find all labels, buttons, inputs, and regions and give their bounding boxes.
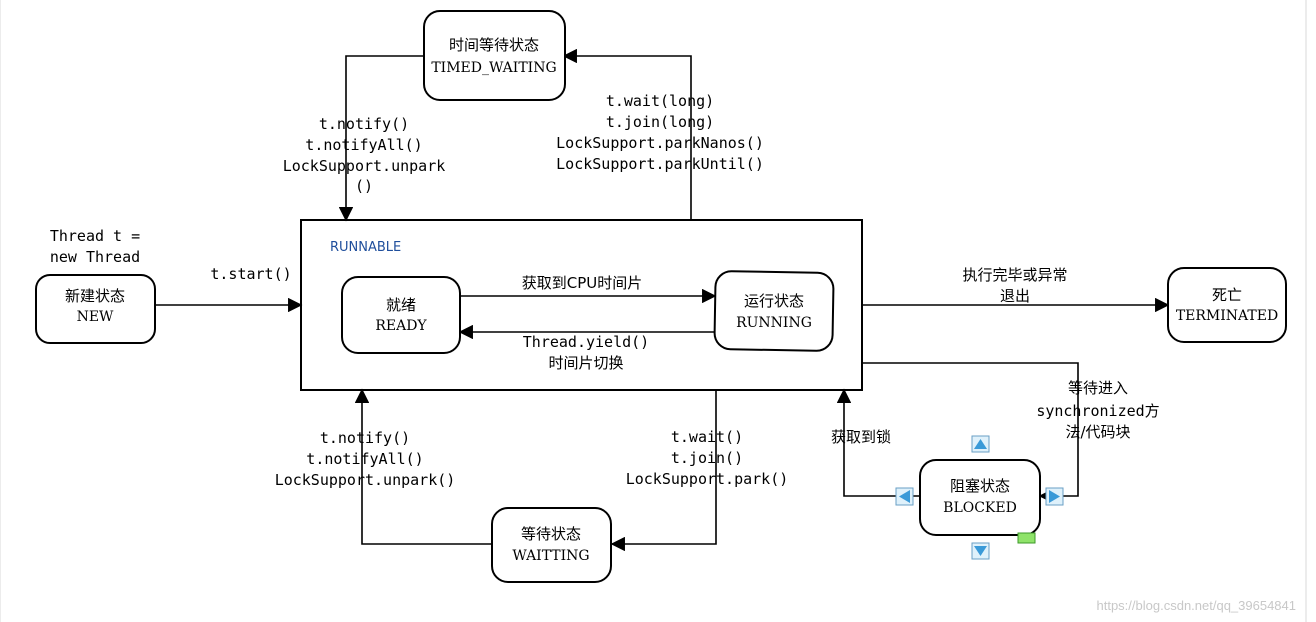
label-sync-enter-line-2: synchronized方 bbox=[1036, 402, 1159, 420]
label-thread-new-line-1: Thread t = bbox=[50, 227, 140, 245]
label-sync-enter: 等待进入 synchronized方 法/代码块 bbox=[1036, 379, 1159, 441]
blocked-connection-handle-left[interactable] bbox=[895, 487, 914, 506]
label-wait-calls: t.wait() t.join() LockSupport.park() bbox=[626, 428, 789, 488]
label-wait-notify-line-2: t.notifyAll() bbox=[306, 450, 423, 468]
label-wait-notify: t.notify() t.notifyAll() LockSupport.unp… bbox=[275, 429, 456, 489]
label-timed-wait-line-4: LockSupport.parkUntil() bbox=[556, 155, 764, 173]
label-finish: 执行完毕或异常 退出 bbox=[962, 266, 1067, 305]
edge-waiting-to-runnable bbox=[354, 388, 492, 545]
label-timed-wait-line-1: t.wait(long) bbox=[606, 92, 714, 110]
label-wait-calls-line-2: t.join() bbox=[671, 449, 743, 467]
label-finish-line-2: 退出 bbox=[1000, 287, 1030, 305]
label-wait-calls-line-1: t.wait() bbox=[671, 428, 743, 446]
label-finish-line-1: 执行完毕或异常 bbox=[962, 266, 1067, 284]
label-yield: Thread.yield() 时间片切换 bbox=[523, 333, 649, 372]
edge-runnable-to-waiting bbox=[610, 390, 717, 552]
node-timed-waiting-title: 时间等待状态 bbox=[449, 36, 539, 54]
node-terminated-sub: TERMINATED bbox=[1176, 308, 1278, 324]
node-running: 运行状态 RUNNING bbox=[713, 270, 835, 352]
node-waiting-title: 等待状态 bbox=[521, 525, 581, 543]
blocked-connection-handle-bottom[interactable] bbox=[971, 542, 990, 560]
blocked-connection-handle-right[interactable] bbox=[1045, 487, 1064, 506]
label-yield-line-1: Thread.yield() bbox=[523, 333, 649, 351]
node-runnable: RUNNABLE bbox=[300, 219, 863, 391]
label-timed-wait: t.wait(long) t.join(long) LockSupport.pa… bbox=[556, 92, 764, 173]
label-wait-notify-line-1: t.notify() bbox=[320, 429, 410, 447]
blocked-resize-handle[interactable] bbox=[1017, 532, 1036, 544]
label-timed-wait-line-2: t.join(long) bbox=[606, 113, 714, 131]
node-new: 新建状态 NEW bbox=[35, 274, 156, 344]
edge-blocked-to-runnable bbox=[836, 388, 920, 497]
label-start: t.start() bbox=[210, 265, 291, 283]
label-timed-notify: t.notify() t.notifyAll() LockSupport.unp… bbox=[283, 115, 446, 195]
node-waiting: 等待状态 WAITTING bbox=[491, 507, 612, 583]
node-waiting-sub: WAITTING bbox=[512, 548, 589, 564]
node-running-title: 运行状态 bbox=[744, 292, 804, 310]
label-timed-notify-line-3: LockSupport.unpark bbox=[283, 157, 446, 175]
label-timed-notify-line-4: () bbox=[355, 177, 373, 195]
blocked-connection-handle-top[interactable] bbox=[971, 435, 990, 453]
node-terminated-title: 死亡 bbox=[1212, 286, 1242, 304]
node-ready-sub: READY bbox=[375, 318, 427, 334]
label-timed-wait-line-3: LockSupport.parkNanos() bbox=[556, 134, 764, 152]
label-yield-line-2: 时间片切换 bbox=[548, 354, 623, 372]
node-blocked: 阻塞状态 BLOCKED bbox=[919, 459, 1041, 536]
node-ready: 就绪 READY bbox=[341, 276, 461, 354]
label-thread-new: Thread t = new Thread bbox=[50, 227, 140, 266]
label-timed-notify-line-2: t.notifyAll() bbox=[305, 136, 422, 154]
label-wait-notify-line-3: LockSupport.unpark() bbox=[275, 471, 456, 489]
node-timed-waiting: 时间等待状态 TIMED_WAITING bbox=[423, 10, 566, 101]
label-timed-notify-line-1: t.notify() bbox=[319, 115, 409, 133]
node-new-title: 新建状态 bbox=[65, 287, 125, 305]
label-sync-enter-line-3: 法/代码块 bbox=[1065, 423, 1130, 441]
node-blocked-sub: BLOCKED bbox=[943, 500, 1017, 516]
node-blocked-title: 阻塞状态 bbox=[950, 477, 1010, 495]
label-get-cpu: 获取到CPU时间片 bbox=[522, 274, 643, 292]
node-runnable-title: RUNNABLE bbox=[330, 240, 401, 255]
edge-runnable-to-timed bbox=[562, 48, 692, 220]
label-thread-new-line-2: new Thread bbox=[50, 248, 140, 266]
label-wait-calls-line-3: LockSupport.park() bbox=[626, 470, 789, 488]
node-running-sub: RUNNING bbox=[736, 315, 812, 331]
node-timed-waiting-sub: TIMED_WAITING bbox=[431, 60, 556, 76]
node-new-sub: NEW bbox=[77, 309, 114, 325]
label-get-lock: 获取到锁 bbox=[831, 428, 891, 446]
watermark-text: https://blog.csdn.net/qq_39654841 bbox=[1097, 598, 1297, 613]
node-terminated: 死亡 TERMINATED bbox=[1167, 267, 1287, 343]
label-sync-enter-line-1: 等待进入 bbox=[1068, 379, 1128, 397]
node-ready-title: 就绪 bbox=[386, 296, 416, 314]
edge-timed-to-runnable bbox=[338, 55, 424, 222]
